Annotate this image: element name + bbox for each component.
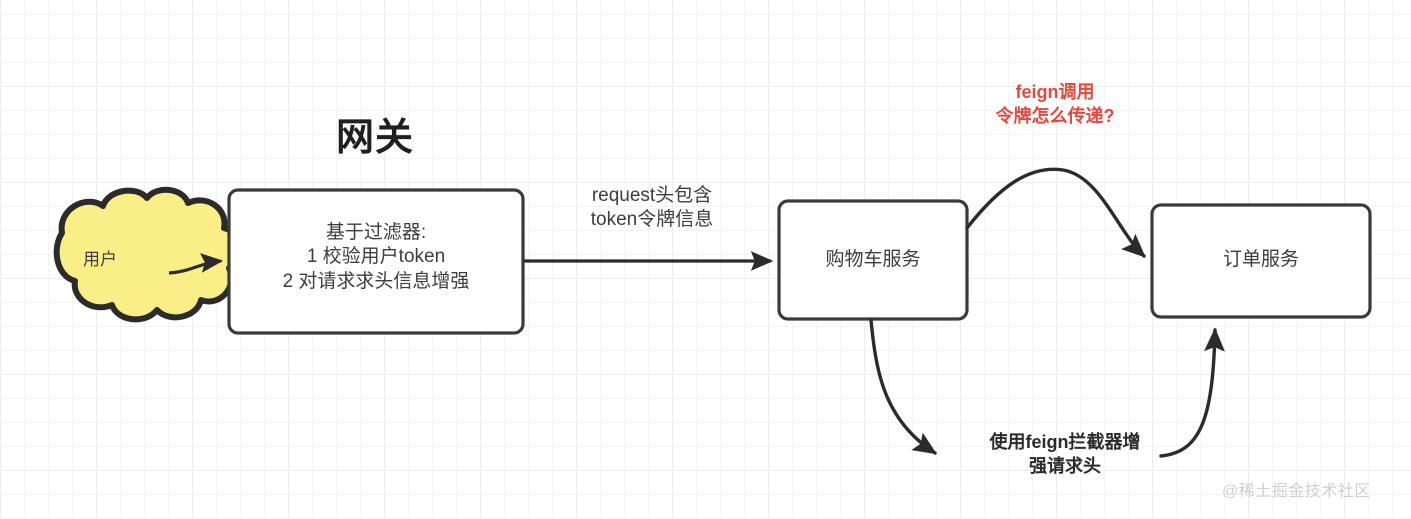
order-service-label: 订单服务 bbox=[1222, 249, 1299, 270]
cart-service-label: 购物车服务 bbox=[825, 249, 921, 270]
gateway-title: 网关 bbox=[335, 117, 414, 159]
watermark: @稀土掘金技术社区 bbox=[1222, 483, 1371, 500]
feign-interceptor-annotation: 使用feign拦截器增 强请求头 bbox=[989, 432, 1141, 477]
arrow-cart-to-order-feign bbox=[965, 167, 1146, 258]
arrow-interceptor-note-to-order bbox=[1159, 327, 1225, 458]
gateway-box-label: 基于过滤器: 1 校验用户token 2 对请求求头信息增强 bbox=[282, 222, 470, 292]
arrow-user-to-gateway bbox=[168, 253, 224, 275]
arrow-cart-to-interceptor-note bbox=[869, 318, 937, 455]
gateway-box-shape bbox=[227, 188, 525, 335]
user-cloud-label: 用户 bbox=[83, 250, 117, 269]
request-header-edge-label: request头包含 token令牌信息 bbox=[590, 185, 714, 231]
feign-question-annotation: feign调用 令牌怎么传递? bbox=[995, 82, 1115, 127]
cart-service-box-shape bbox=[777, 199, 969, 321]
order-service-box-shape bbox=[1150, 203, 1372, 319]
